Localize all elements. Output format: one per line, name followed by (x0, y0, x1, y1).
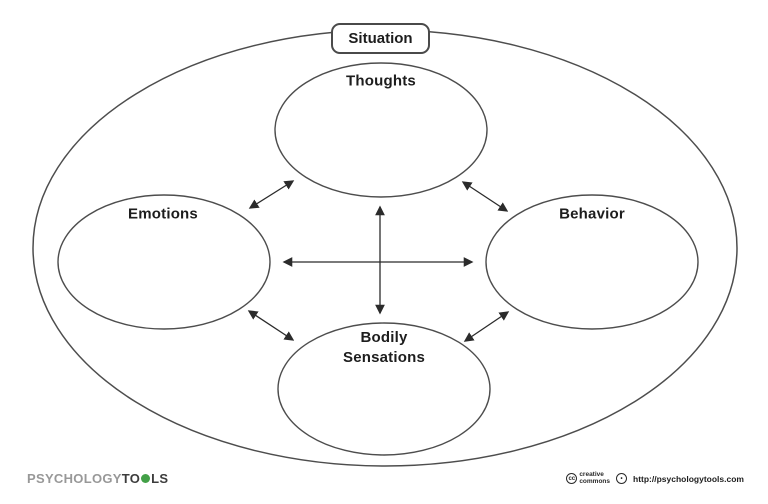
logo-text-gray: PSYCHOLOGY (27, 471, 122, 486)
logo-green-dot-icon (141, 474, 151, 483)
situation-node: Situation (331, 23, 430, 54)
behavior-label: Behavior (559, 205, 625, 223)
bodily-sensations-ellipse (277, 322, 491, 456)
arrow-thoughts-behavior (461, 181, 509, 212)
emotions-label: Emotions (128, 205, 198, 223)
arrow-thoughts-emotions (248, 180, 295, 209)
creative-commons-badge: cc creative commons (566, 471, 611, 485)
cc-text-line1: creative (579, 471, 604, 478)
thoughts-ellipse (274, 62, 488, 198)
footer-credits: cc creative commons • http://psychologyt… (566, 471, 744, 485)
behavior-ellipse (485, 194, 699, 330)
footer-url: http://psychologytools.com (633, 473, 744, 484)
creative-commons-icon: cc (566, 473, 578, 484)
emotions-ellipse (57, 194, 271, 330)
bodily-sensations-label-line1: Bodily (360, 329, 408, 346)
cc-text-line2: commons (579, 477, 611, 485)
situation-label: Situation (348, 30, 413, 47)
arrow-behavior-bodily (463, 311, 510, 342)
thoughts-label: Thoughts (346, 72, 416, 90)
arrow-emotions-bodily (247, 310, 295, 341)
bodily-sensations-label-line2: Sensations (342, 349, 426, 366)
link-icon: • (616, 473, 628, 484)
creative-commons-text: creative commons (579, 471, 611, 485)
bodily-sensations-label: Bodily Sensations (343, 328, 425, 368)
logo-text-dark1: TO (121, 471, 141, 486)
logo-text-dark2: LS (151, 471, 169, 486)
